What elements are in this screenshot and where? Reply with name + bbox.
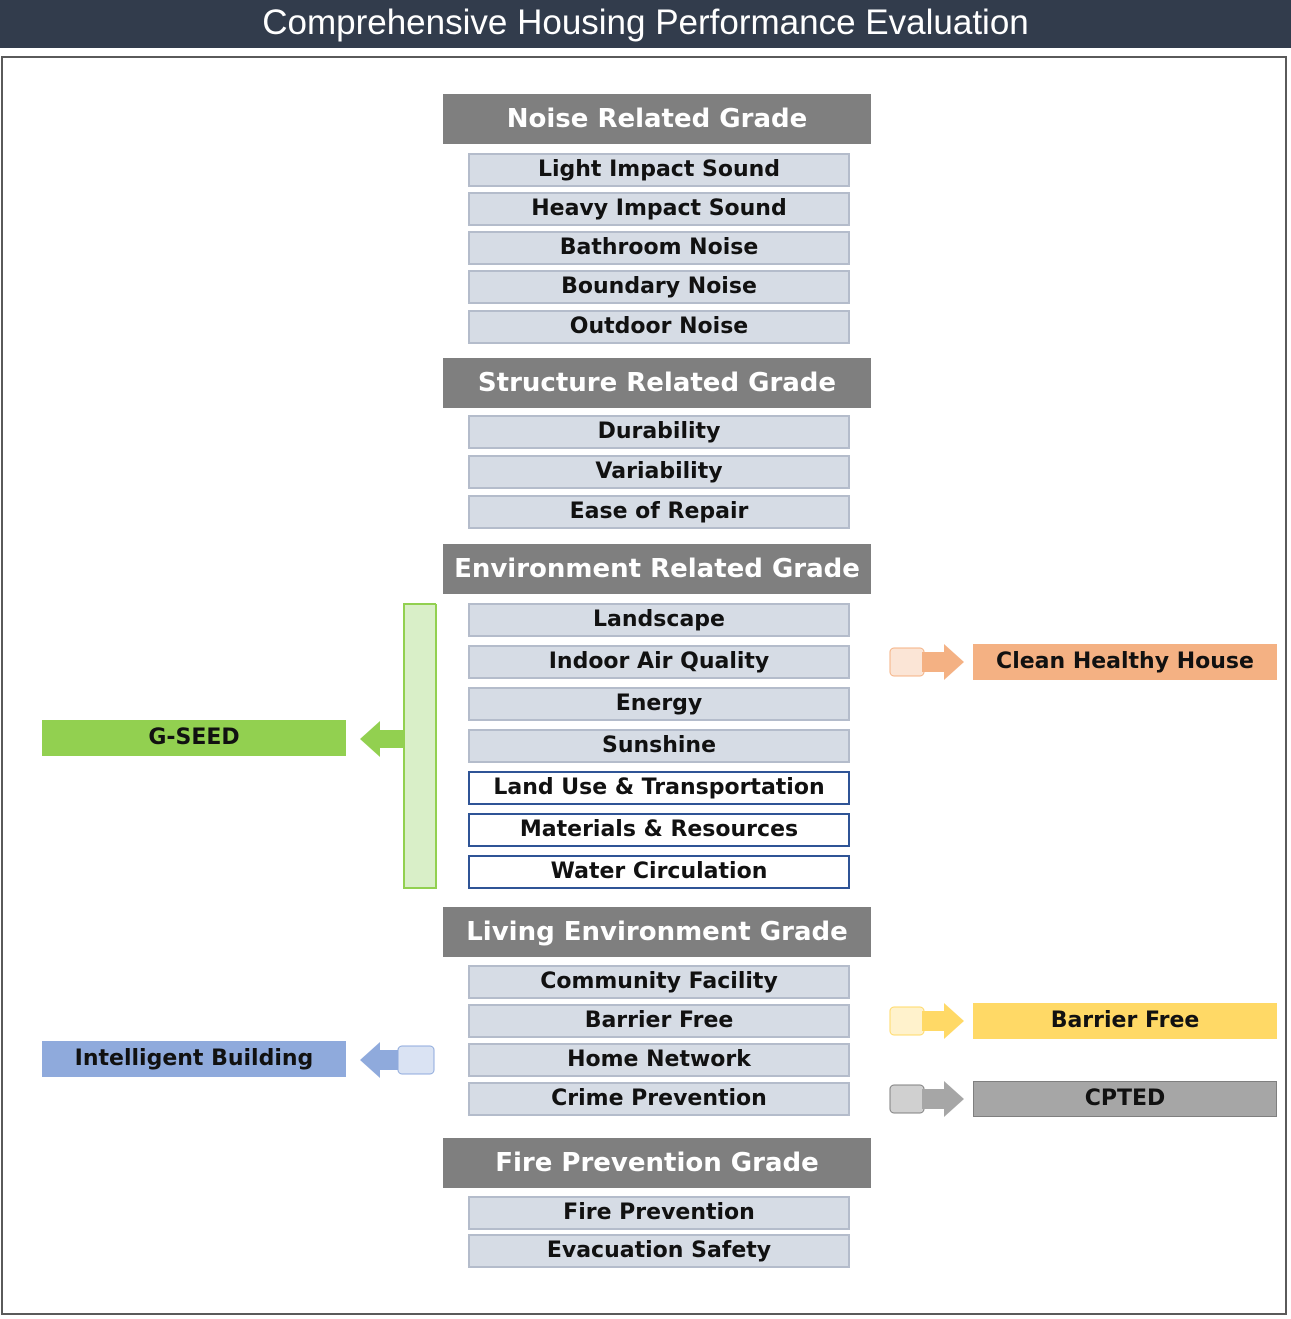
gseed-label: G-SEED — [42, 720, 346, 756]
gseed-arrow-icon — [360, 721, 404, 757]
item-land-use-transportation: Land Use & Transportation — [468, 771, 850, 805]
item-evacuation-safety: Evacuation Safety — [468, 1234, 850, 1268]
barrier-free-arrow-icon — [889, 1003, 964, 1039]
intelligent-building-arrow-icon — [360, 1042, 435, 1078]
clean-healthy-house-label: Clean Healthy House — [973, 644, 1277, 680]
item-heavy-impact-sound: Heavy Impact Sound — [468, 192, 850, 226]
item-variability: Variability — [468, 455, 850, 489]
item-sunshine: Sunshine — [468, 729, 850, 763]
cpted-arrow-icon — [889, 1081, 964, 1117]
clean-healthy-house-arrow-icon — [889, 644, 964, 680]
item-home-network: Home Network — [468, 1043, 850, 1077]
item-indoor-air-quality: Indoor Air Quality — [468, 645, 850, 679]
intelligent-building-label: Intelligent Building — [42, 1041, 346, 1077]
item-community-facility: Community Facility — [468, 965, 850, 999]
item-fire-prevention: Fire Prevention — [468, 1196, 850, 1230]
item-boundary-noise: Boundary Noise — [468, 270, 850, 304]
item-water-circulation: Water Circulation — [468, 855, 850, 889]
item-bathroom-noise: Bathroom Noise — [468, 231, 850, 265]
page-title: Comprehensive Housing Performance Evalua… — [0, 0, 1291, 48]
item-barrier-free: Barrier Free — [468, 1004, 850, 1038]
item-materials-resources: Materials & Resources — [468, 813, 850, 847]
grade-header-structure: Structure Related Grade — [443, 358, 871, 408]
item-crime-prevention: Crime Prevention — [468, 1082, 850, 1116]
gseed-bracket — [403, 603, 437, 889]
item-light-impact-sound: Light Impact Sound — [468, 153, 850, 187]
cpted-label: CPTED — [973, 1081, 1277, 1117]
item-landscape: Landscape — [468, 603, 850, 637]
item-outdoor-noise: Outdoor Noise — [468, 310, 850, 344]
item-ease-of-repair: Ease of Repair — [468, 495, 850, 529]
item-energy: Energy — [468, 687, 850, 721]
item-durability: Durability — [468, 415, 850, 449]
barrier-free-label: Barrier Free — [973, 1003, 1277, 1039]
grade-header-noise: Noise Related Grade — [443, 94, 871, 144]
grade-header-living-environment: Living Environment Grade — [443, 907, 871, 957]
grade-header-fire-prevention: Fire Prevention Grade — [443, 1138, 871, 1188]
grade-header-environment: Environment Related Grade — [443, 544, 871, 594]
